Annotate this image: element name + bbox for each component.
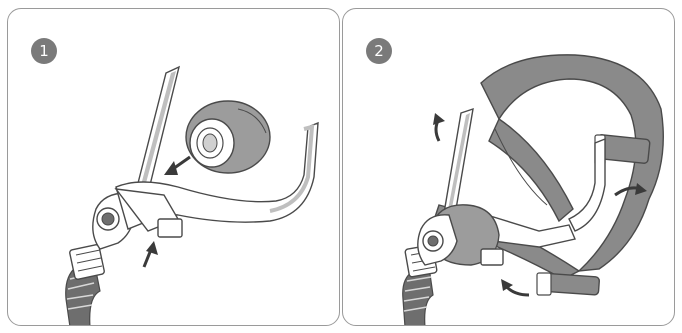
- step-2-illustration: [343, 9, 675, 326]
- step-1-illustration: [8, 9, 340, 326]
- cushion-icon: [186, 101, 270, 173]
- arrow-icon: [144, 241, 158, 267]
- step-number-badge: 2: [366, 38, 392, 64]
- arrow-icon: [164, 157, 190, 175]
- arrow-icon: [433, 113, 445, 141]
- arrow-icon: [501, 279, 529, 295]
- hose-swivel-icon: [69, 244, 105, 280]
- strap-icon: [537, 273, 600, 295]
- step-1-panel: 1: [7, 8, 340, 326]
- step-number-badge: 1: [31, 38, 57, 64]
- step-2-panel: 2: [342, 8, 675, 326]
